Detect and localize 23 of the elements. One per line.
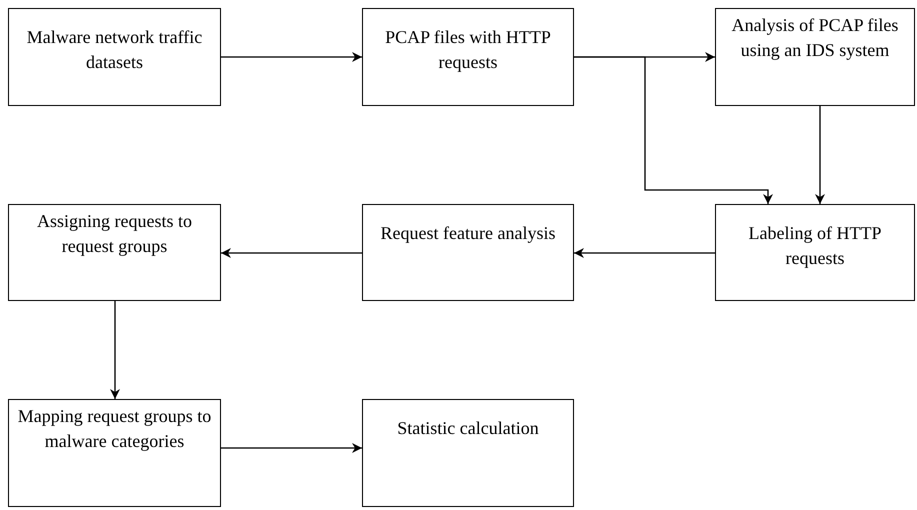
box-label: Mapping request groups to malware categories <box>16 405 212 453</box>
arrow <box>110 301 120 399</box>
box-label: Labeling of HTTP requests <box>748 222 882 270</box>
process-box <box>362 204 574 301</box>
box-label: Request feature analysis <box>380 222 556 245</box>
process-box <box>715 204 915 301</box>
arrow <box>221 52 362 62</box>
process-box <box>8 204 221 301</box>
arrow <box>221 248 362 258</box>
process-box <box>362 8 574 106</box>
box-label: Analysis of PCAP files using an IDS system <box>730 14 900 62</box>
process-box <box>362 399 574 507</box>
process-box <box>8 8 221 106</box>
arrow <box>574 56 773 204</box>
process-box <box>715 8 915 106</box>
process-box <box>8 399 221 507</box>
arrow <box>574 248 715 258</box>
box-label: Statistic calculation <box>396 417 540 440</box>
box-label: Malware network traffic datasets <box>26 26 204 74</box>
arrow <box>221 443 362 453</box>
box-label: Assigning requests to request groups <box>36 210 193 258</box>
arrow <box>815 106 825 204</box>
box-label: PCAP files with HTTP requests <box>384 26 552 74</box>
